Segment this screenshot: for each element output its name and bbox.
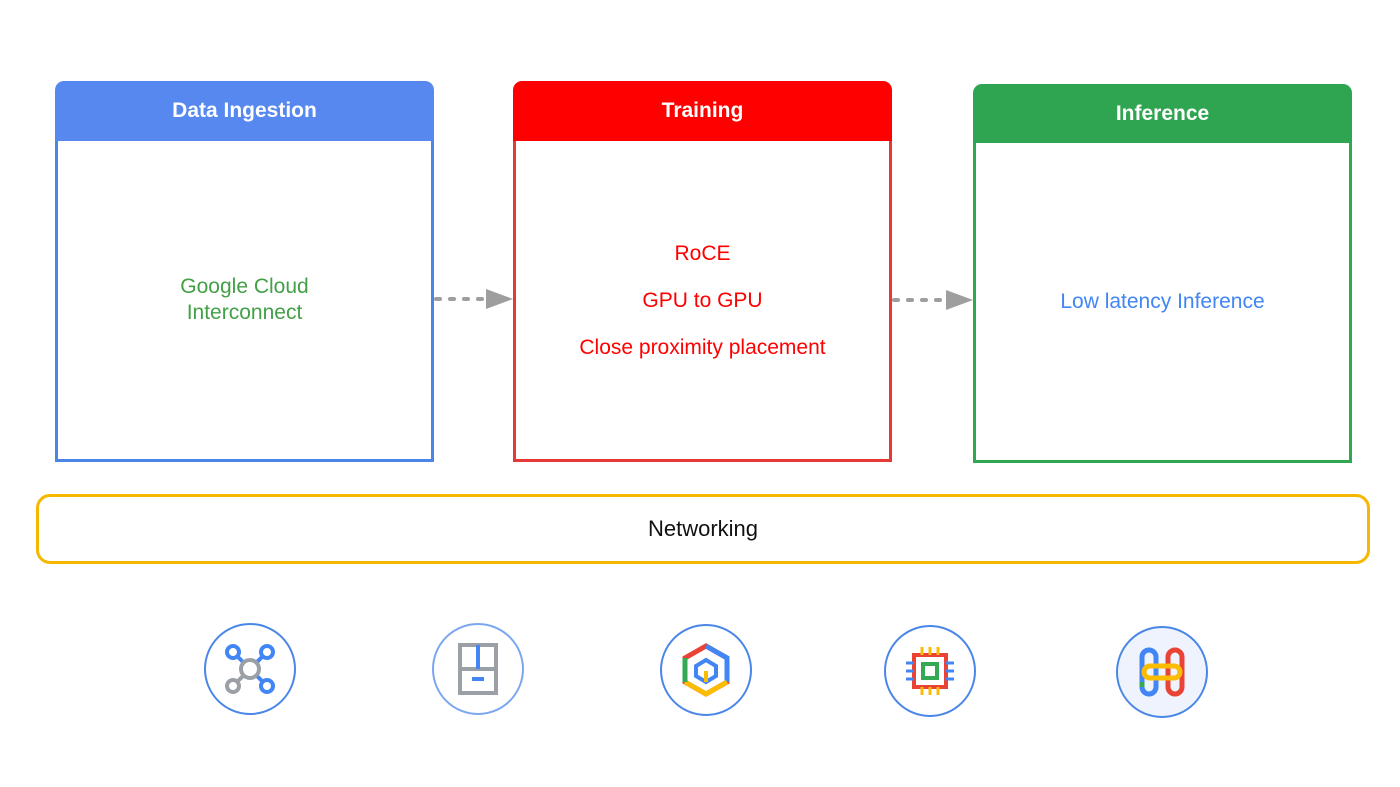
storage-cabinet-icon: [432, 623, 524, 715]
cloud-hexagon-icon: [660, 624, 752, 716]
training-body: RoCE GPU to GPU Close proximity placemen…: [516, 141, 889, 459]
ingest-to-training-arrow: [434, 289, 513, 309]
interconnect-link-icon: [1116, 626, 1208, 718]
inference-panel: Low latency Inference: [973, 140, 1352, 463]
ingest-line-2: Interconnect: [186, 301, 303, 324]
ingest-line-1: Google Cloud: [180, 275, 309, 298]
training-to-inference-arrow: [892, 290, 973, 310]
inference-header: Inference: [973, 84, 1352, 143]
train-line-1: RoCE: [674, 241, 731, 265]
network-topology-icon: [204, 623, 296, 715]
chip-icon: [884, 625, 976, 717]
training-panel: RoCE GPU to GPU Close proximity placemen…: [513, 138, 892, 462]
networking-label: Networking: [647, 516, 759, 541]
infer-line-1: Low latency Inference: [1060, 289, 1265, 313]
data-ingestion-header: Data Ingestion: [55, 81, 434, 141]
train-line-3: Close proximity placement: [579, 335, 826, 359]
data-ingestion-panel: Google Cloud Interconnect: [55, 138, 434, 462]
inference-body: Low latency Inference: [976, 143, 1349, 460]
networking-bar: Networking: [36, 494, 1370, 564]
train-line-2: GPU to GPU: [642, 288, 763, 312]
data-ingestion-body: Google Cloud Interconnect: [58, 141, 431, 459]
training-header: Training: [513, 81, 892, 141]
